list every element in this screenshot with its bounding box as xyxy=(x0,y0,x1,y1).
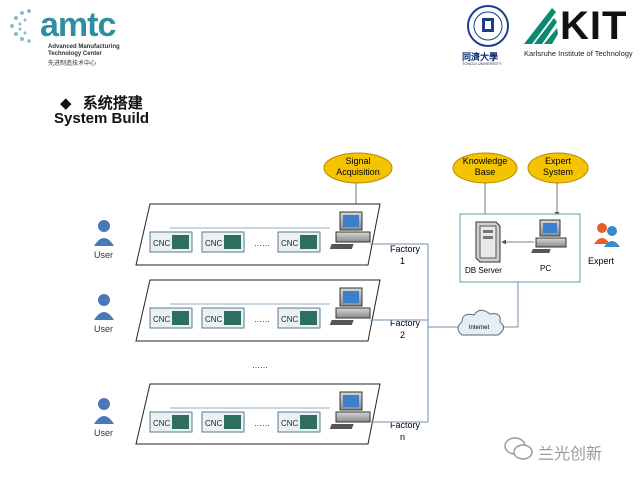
kit-word: KIT xyxy=(560,4,628,48)
bubble-signal-line1: Signal xyxy=(345,156,370,166)
cnc-ellipsis: …… xyxy=(254,315,270,324)
amtc-dots-icon xyxy=(10,9,31,43)
pc-label: PC xyxy=(540,264,551,273)
factory-1-line2: 1 xyxy=(400,256,405,266)
amtc-line3: 先进制造技术中心 xyxy=(48,61,97,67)
cnc-row-n: CNC CNC …… CNC xyxy=(149,407,330,433)
tongji-seal-icon xyxy=(467,5,509,47)
cnc-label: CNC xyxy=(281,419,299,428)
db-server-icon xyxy=(475,221,501,263)
cnc-row-1: CNC CNC …… CNC xyxy=(149,227,330,253)
cnc-label: CNC xyxy=(153,419,171,428)
factory-ellipsis: …… xyxy=(252,361,268,370)
factory-pc-1 xyxy=(329,211,371,249)
factory-1-line1: Factory xyxy=(390,244,421,254)
watermark: 兰光创新 xyxy=(502,436,634,466)
kit-mark-icon xyxy=(524,8,558,44)
cnc-row-2: CNC CNC …… CNC xyxy=(149,303,330,329)
title-zh: ◆ 系统搭建 xyxy=(60,92,143,113)
user-icon-1 xyxy=(94,220,114,246)
tongji-name-en: TONGJI UNIVERSITY xyxy=(462,61,502,66)
user-label-1: User xyxy=(94,250,113,260)
title-en: System Build xyxy=(54,110,150,127)
cnc-machine: CNC xyxy=(201,231,245,253)
cnc-label: CNC xyxy=(153,239,171,248)
cnc-label: CNC xyxy=(205,419,223,428)
cnc-machine: CNC xyxy=(277,411,321,433)
amtc-word: amtc xyxy=(40,6,116,44)
watermark-text: 兰光创新 xyxy=(538,444,603,463)
bubble-expert-line2: System xyxy=(543,167,573,177)
bubble-expert-system: Expert System xyxy=(527,152,589,184)
bubble-knowledge-line2: Base xyxy=(475,167,496,177)
title-zh-text: 系统搭建 xyxy=(82,94,143,112)
factory-n-line1: Factory xyxy=(390,420,421,430)
factory-2-line1: Factory xyxy=(390,318,421,328)
factory-2-line2: 2 xyxy=(400,330,405,340)
factory-n-line2: n xyxy=(400,432,405,442)
kit-subtitle: Karlsruhe Institute of Technology xyxy=(524,49,633,58)
factory-pc-2 xyxy=(329,287,371,325)
expert-people-icon xyxy=(594,223,620,247)
bubble-knowledge-base: Knowledge Base xyxy=(452,152,518,184)
cnc-label: CNC xyxy=(281,239,299,248)
tongji-name-zh: 同濟大學 xyxy=(462,53,499,63)
user-label-2: User xyxy=(94,324,113,334)
system-diagram: Signal Acquisition Knowledge Base Expert… xyxy=(94,152,620,445)
tongji-logo: 同濟大學 TONGJI UNIVERSITY xyxy=(458,4,518,66)
bubble-expert-line1: Expert xyxy=(545,156,572,166)
internet-cloud-icon: Internet xyxy=(457,309,504,336)
cnc-label: CNC xyxy=(153,315,171,324)
factory-pc-n xyxy=(329,391,371,429)
db-server-label: DB Server xyxy=(465,266,502,275)
amtc-line1: Advanced Manufacturing xyxy=(48,44,120,50)
cnc-machine: CNC xyxy=(277,231,321,253)
title-bullet: ◆ xyxy=(60,94,72,112)
cnc-machine: CNC xyxy=(277,307,321,329)
cnc-label: CNC xyxy=(205,239,223,248)
amtc-line2: Technology Center xyxy=(48,51,102,57)
bubble-knowledge-line1: Knowledge xyxy=(463,156,508,166)
cnc-label: CNC xyxy=(281,315,299,324)
cnc-machine: CNC xyxy=(201,307,245,329)
cnc-machine: CNC xyxy=(149,307,193,329)
wechat-icon xyxy=(504,437,533,460)
user-icon-2 xyxy=(94,294,114,320)
cnc-ellipsis: …… xyxy=(254,419,270,428)
cnc-ellipsis: …… xyxy=(254,239,270,248)
bubble-signal-acquisition: Signal Acquisition xyxy=(323,152,393,184)
kit-logo: KIT Karlsruhe Institute of Technology xyxy=(522,4,638,64)
amtc-logo: amtc Advanced Manufacturing Technology C… xyxy=(6,2,146,67)
internet-label: Internet xyxy=(469,325,490,331)
cnc-machine: CNC xyxy=(201,411,245,433)
bubble-signal-line2: Acquisition xyxy=(336,167,380,177)
expert-label: Expert xyxy=(588,256,615,266)
user-label-n: User xyxy=(94,428,113,438)
cnc-label: CNC xyxy=(205,315,223,324)
cnc-machine: CNC xyxy=(149,411,193,433)
expert-pc-icon xyxy=(531,219,567,253)
user-icon-n xyxy=(94,398,114,424)
cnc-machine: CNC xyxy=(149,231,193,253)
